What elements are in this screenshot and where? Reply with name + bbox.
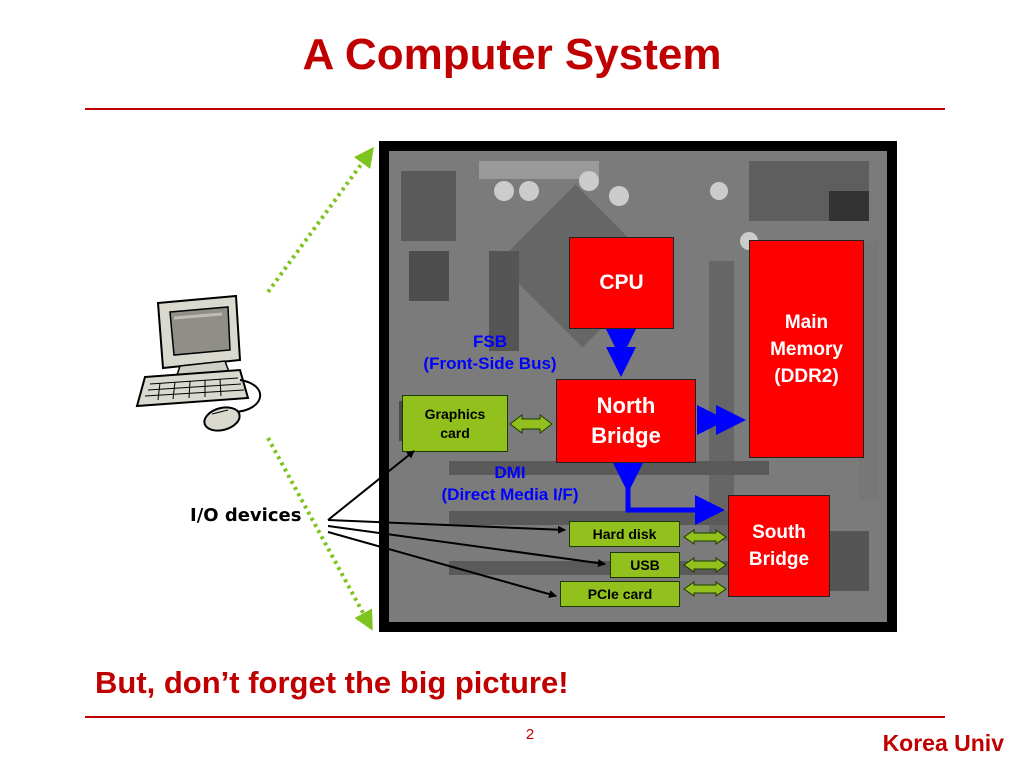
north-bridge-label-2: Bridge [591,423,661,448]
south-bridge-box: South Bridge [728,495,830,597]
graphics-card-label-1: Graphics [424,405,486,422]
footer-divider [85,716,945,718]
south-bridge-label-2: Bridge [748,549,810,570]
title-divider [85,108,945,110]
usb-box: USB [610,552,680,578]
io-lines [327,450,606,598]
main-memory-label-2: Memory [770,338,843,360]
pcie-link-arrow [683,581,727,597]
dmi-label-2: (Direct Media I/F) [441,485,579,504]
north-bridge-box: North Bridge [556,379,696,463]
io-devices-label: I/O devices [190,505,302,526]
page-number: 2 [525,726,535,743]
zoom-dotted-arrow-top [266,146,374,294]
slide-title: A Computer System [302,30,722,79]
main-memory-box: Main Memory (DDR2) [749,240,864,458]
dmi-label: DMI (Direct Media I/F) [415,462,605,506]
usb-link-arrow [683,557,727,573]
north-bridge-label-1: North [596,393,656,418]
main-memory-label-1: Main [784,311,829,333]
graphics-card-box: Graphics card [402,395,508,452]
graphics-link-arrow [509,414,553,434]
cpu-box: CPU [569,237,674,329]
big-picture-caption: But, don’t forget the big picture! [95,665,569,700]
fsb-label-2: (Front-Side Bus) [423,354,557,373]
hard-disk-link-arrow [683,529,727,545]
main-memory-label-3: (DDR2) [774,365,839,387]
south-bridge-label-1: South [752,522,806,543]
fsb-label: FSB (Front-Side Bus) [405,331,575,375]
dmi-arrow [613,463,725,525]
fsb-label-1: FSB [473,332,507,351]
desktop-computer-icon [135,294,261,432]
pcie-card-box: PCIe card [560,581,680,607]
dmi-label-1: DMI [494,463,526,482]
graphics-card-label-2: card [440,424,470,441]
footer-label: Korea Univ [882,730,1004,756]
